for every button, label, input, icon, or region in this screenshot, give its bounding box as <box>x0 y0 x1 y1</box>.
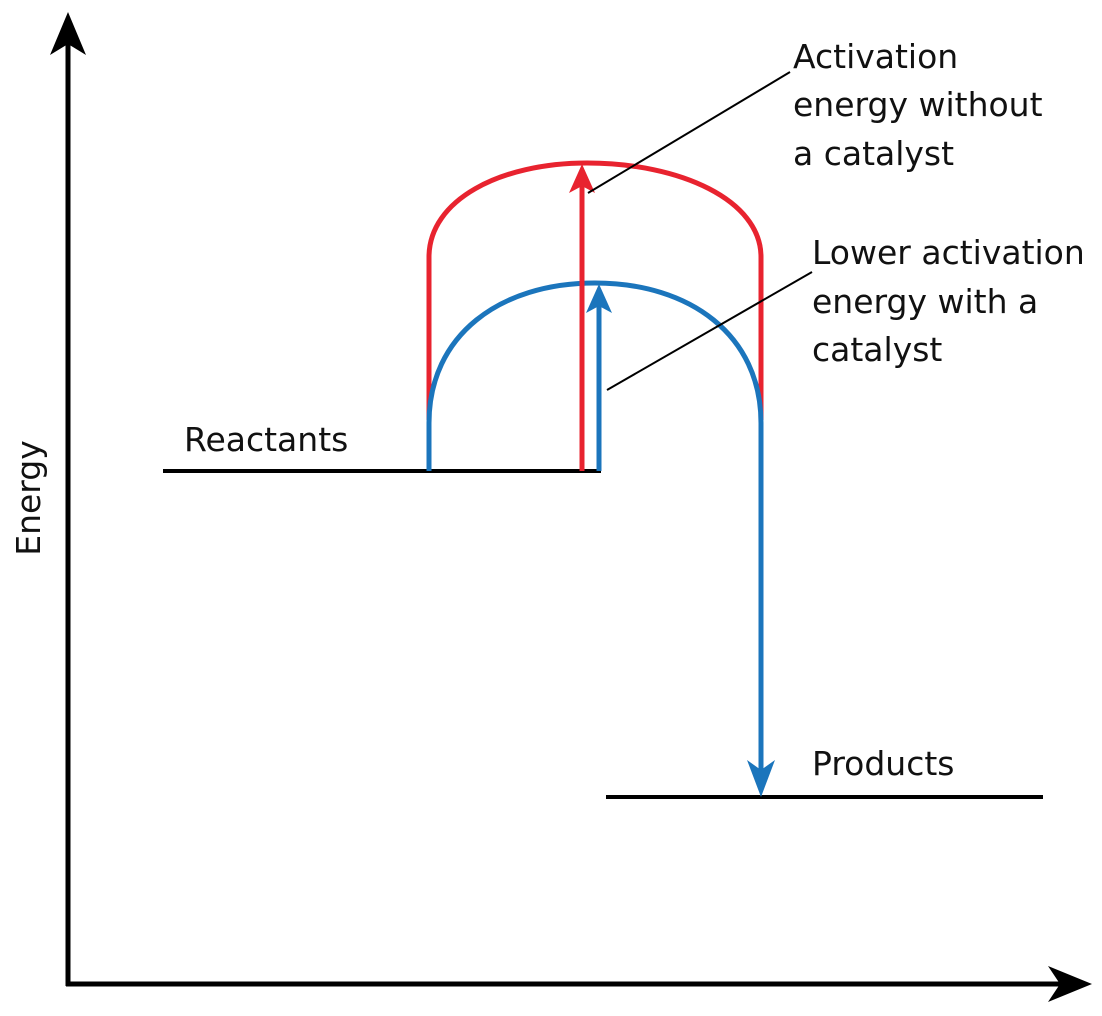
uncatalyzed-curve <box>426 160 764 420</box>
products-label: Products <box>812 744 955 783</box>
catalyzed-curve <box>426 280 764 775</box>
annotation-line: energy without <box>793 85 1043 124</box>
annotation-catalyzed: Lower activation energy with a catalyst <box>812 233 1085 369</box>
y-axis <box>50 12 86 986</box>
annotation-line: energy with a <box>812 282 1038 321</box>
x-axis <box>66 966 1092 1002</box>
annotation-line: Activation <box>793 37 958 76</box>
uncatalyzed-arrowhead <box>569 164 595 193</box>
products-arrowhead <box>747 760 775 797</box>
annotation-line: catalyst <box>812 330 942 369</box>
y-axis-arrowhead <box>50 12 86 55</box>
annotation-uncatalyzed: Activation energy without a catalyst <box>793 37 1043 173</box>
catalyzed-arrowhead <box>586 284 612 313</box>
annotation-line: a catalyst <box>793 134 954 173</box>
reactants-label: Reactants <box>184 420 348 459</box>
y-axis-label: Energy <box>9 440 48 556</box>
leader-line-catalyzed <box>606 271 813 391</box>
x-axis-arrowhead <box>1048 966 1092 1002</box>
annotation-line: Lower activation <box>812 233 1085 272</box>
leader-line-uncatalyzed <box>587 71 791 194</box>
